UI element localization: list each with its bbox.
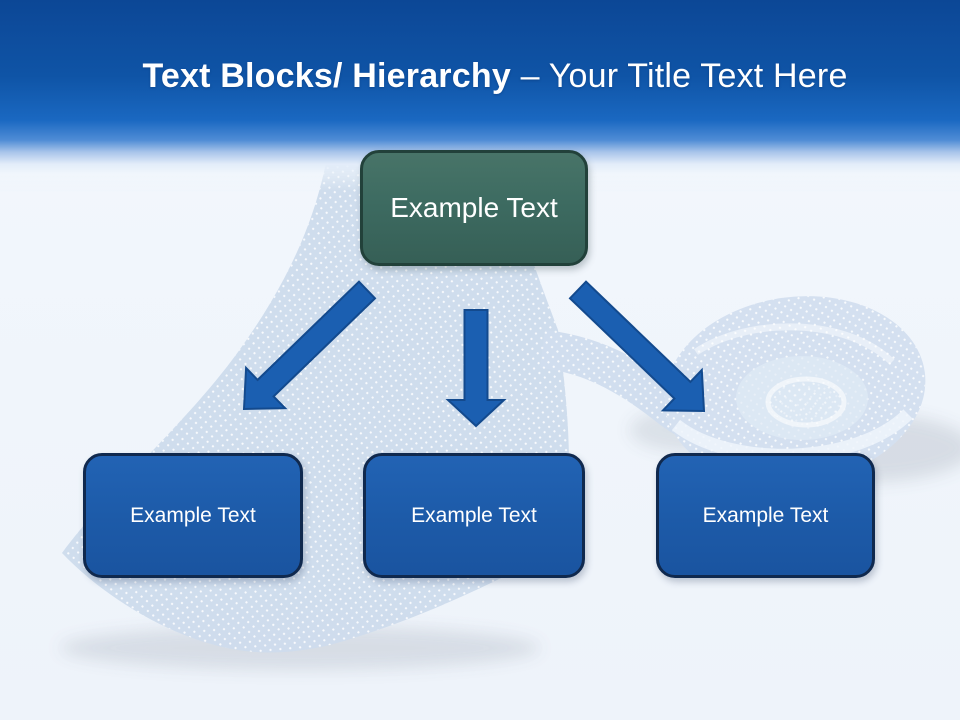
- arrow-down-icon: [445, 309, 507, 428]
- root-text-block-label: Example Text: [390, 192, 558, 223]
- arrow-down-right-icon: [568, 280, 706, 413]
- title-regular-part: – Your Title Text Here: [510, 57, 848, 95]
- arrow-down-left-icon: [242, 280, 377, 411]
- child-text-block-2-label: Example Text: [411, 503, 537, 527]
- title-bold-part: Text Blocks/ Hierarchy: [142, 57, 511, 95]
- child-text-block-1[interactable]: Example Text: [83, 453, 303, 578]
- page-title: Text Blocks/ Hierarchy – Your Title Text…: [0, 56, 960, 97]
- child-text-block-2[interactable]: Example Text: [363, 453, 585, 578]
- root-text-block[interactable]: Example Text: [360, 150, 588, 266]
- child-text-block-3[interactable]: Example Text: [656, 453, 875, 578]
- child-text-block-3-label: Example Text: [702, 503, 829, 527]
- child-text-block-1-label: Example Text: [130, 503, 256, 527]
